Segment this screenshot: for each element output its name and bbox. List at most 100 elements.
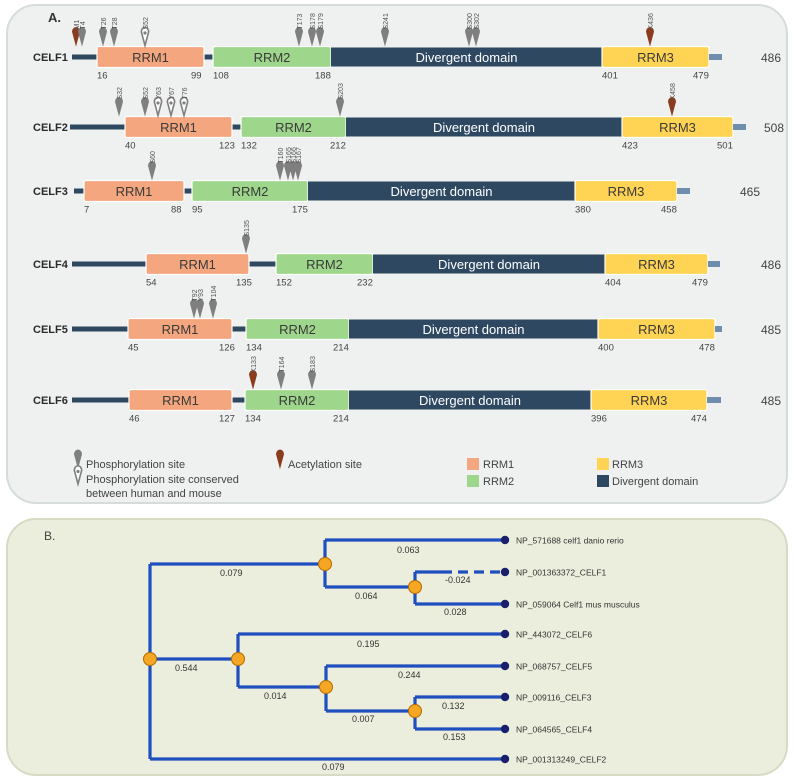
protein-celf2-site-t76-phospho-icon-dot bbox=[182, 101, 186, 105]
protein-celf6-rrm1-label: RRM1 bbox=[162, 393, 199, 408]
protein-celf1-rrm2-label: RRM2 bbox=[254, 50, 291, 65]
protein-celf4-length: 486 bbox=[761, 258, 781, 272]
protein-celf2-rrm2-start: 132 bbox=[241, 141, 257, 152]
protein-celf2-rrm1-end: 123 bbox=[219, 141, 235, 152]
internal-node-0 bbox=[143, 652, 157, 666]
leaf-node-6 bbox=[500, 724, 510, 734]
protein-celf6-rrm2-start: 134 bbox=[245, 414, 261, 425]
protein-celf5-name: CELF5 bbox=[33, 324, 68, 336]
protein-celf2-site-label: S203 bbox=[338, 83, 345, 99]
protein-celf1-site-t28-phospho-icon-shape bbox=[110, 27, 118, 47]
protein-celf3-site-label: S60 bbox=[150, 151, 157, 164]
protein-celf2-length: 508 bbox=[764, 121, 784, 135]
protein-celf2-site-y67-phospho-icon-dot bbox=[169, 101, 173, 105]
protein-celf3-site-label: S165 bbox=[286, 147, 293, 163]
protein-celf3-site-label: T160 bbox=[278, 147, 285, 163]
protein-celf5-tail bbox=[715, 326, 722, 332]
protein-celf5-site-label: T92 bbox=[192, 289, 199, 301]
protein-celf2-site-label: K458 bbox=[670, 83, 677, 99]
internal-node-5 bbox=[408, 704, 422, 718]
leaf-node-3 bbox=[500, 629, 510, 639]
protein-celf3-rrm1-start: 7 bbox=[84, 205, 89, 216]
legend-rrm1-label: RRM1 bbox=[483, 459, 514, 471]
protein-celf1-site-t26-phospho-icon-shape bbox=[99, 27, 107, 47]
protein-celf1-site-label: T26 bbox=[101, 17, 108, 29]
protein-celf4-rrm1-label: RRM1 bbox=[179, 257, 216, 272]
protein-celf6-rrm1-start: 46 bbox=[129, 414, 140, 425]
legend-rrm1-swatch bbox=[467, 458, 479, 470]
protein-celf3-length: 465 bbox=[740, 185, 760, 199]
bl-celf1: -0.024 bbox=[445, 575, 471, 585]
legend-phospho-label: Phosphorylation site bbox=[86, 459, 185, 471]
protein-celf1-site-label: S179 bbox=[318, 13, 325, 29]
protein-celf1-rrm1 bbox=[96, 45, 205, 69]
protein-celf4-site-label: S135 bbox=[244, 220, 251, 236]
protein-celf2-site-y67-phospho-icon-shape bbox=[166, 96, 176, 119]
protein-celf5-site-t104-phospho-icon bbox=[209, 299, 217, 319]
protein-celf4-rrm1-start: 54 bbox=[146, 278, 157, 289]
protein-celf4-site-s135-phospho-icon-shape bbox=[242, 234, 250, 254]
protein-celf2-site-label: Y63 bbox=[156, 87, 163, 100]
legend-conserved-icon-dot bbox=[76, 469, 80, 474]
protein-celf1-site-t4-phospho-icon-shape bbox=[78, 27, 86, 47]
protein-celf3-site-s167-phospho-icon bbox=[294, 161, 302, 181]
protein-celf1-site-s302-phospho-icon bbox=[472, 27, 480, 47]
protein-celf2-site-y63-phospho-icon-dot bbox=[156, 101, 160, 105]
protein-celf1-site-s179-phospho-icon-shape bbox=[316, 27, 324, 47]
leaf-label-4: NP_068757_CELF5 bbox=[516, 662, 592, 672]
protein-celf2-site-s203-phospho-icon bbox=[336, 97, 344, 117]
protein-celf1-site-s179-phospho-icon bbox=[316, 27, 324, 47]
bl-celf4: 0.153 bbox=[443, 732, 466, 742]
protein-celf1-site-s52-phospho-icon bbox=[140, 26, 150, 49]
protein-celf1-site-t4-phospho-icon bbox=[78, 27, 86, 47]
protein-celf5-rrm2-label: RRM2 bbox=[279, 322, 316, 337]
protein-celf5-rrm1-label: RRM1 bbox=[162, 322, 199, 337]
protein-celf1-site-t28-phospho-icon bbox=[110, 27, 118, 47]
protein-celf6-name: CELF6 bbox=[33, 395, 68, 407]
protein-celf1-tail bbox=[709, 54, 722, 60]
bl-main-clade: 0.544 bbox=[175, 663, 198, 673]
protein-celf1-site-t173-phospho-icon-shape bbox=[295, 27, 303, 47]
protein-celf1-rrm3-start: 401 bbox=[602, 71, 618, 82]
protein-celf1-site-label: M1 bbox=[74, 20, 81, 30]
panel-a-label: A. bbox=[48, 10, 61, 25]
protein-celf6-tail bbox=[707, 397, 721, 403]
leaf-label-1: NP_001363372_CELF1 bbox=[516, 568, 607, 578]
bl-celf3: 0.132 bbox=[442, 701, 465, 711]
protein-celf2-site-k458-acetyl-icon bbox=[668, 97, 676, 117]
protein-celf3-rrm3-end: 458 bbox=[661, 205, 677, 216]
protein-celf1-site-t173-phospho-icon bbox=[295, 27, 303, 47]
protein-celf4-rrm1 bbox=[145, 252, 250, 276]
protein-celf2-rrm3-start: 423 bbox=[622, 141, 638, 152]
protein-celf4-rrm2-end: 232 bbox=[357, 278, 373, 289]
protein-celf5-rrm1-start: 45 bbox=[128, 343, 139, 354]
protein-celf3-rrm3-label: RRM3 bbox=[608, 184, 645, 199]
protein-celf4-rrm1-end: 135 bbox=[236, 278, 252, 289]
bl-celf2: 0.079 bbox=[322, 762, 345, 772]
internal-node-2 bbox=[408, 580, 422, 594]
protein-celf1-site-s300-phospho-icon-shape bbox=[465, 27, 473, 47]
protein-celf5-site-t104-phospho-icon-shape bbox=[209, 299, 217, 319]
protein-celf1-site-s300-phospho-icon bbox=[465, 27, 473, 47]
bl-danio: 0.063 bbox=[397, 545, 420, 555]
protein-celf2-rrm1-start: 40 bbox=[125, 141, 136, 152]
protein-celf6-site-label: S183 bbox=[310, 356, 317, 372]
protein-celf3-rrm2-start: 95 bbox=[192, 205, 203, 216]
protein-celf2-site-label: T76 bbox=[182, 87, 189, 99]
protein-celf6-rrm1 bbox=[128, 388, 233, 412]
bl-human-mouse: 0.064 bbox=[355, 591, 378, 601]
protein-celf6-rrm3-label: RRM3 bbox=[631, 393, 668, 408]
protein-celf1-site-label: K436 bbox=[648, 13, 655, 29]
panel-b bbox=[6, 518, 788, 776]
leaf-label-7: NP_001313249_CELF2 bbox=[516, 755, 607, 765]
protein-celf1-site-s241-phospho-icon-shape bbox=[381, 27, 389, 47]
protein-celf2-rrm3-label: RRM3 bbox=[659, 120, 696, 135]
protein-celf3-site-label: S166 bbox=[291, 147, 298, 163]
protein-celf2-divergent bbox=[346, 117, 622, 137]
protein-celf2-site-label: Y67 bbox=[169, 87, 176, 100]
protein-celf5-linker bbox=[232, 326, 246, 332]
protein-celf6-site-s183-phospho-icon-shape bbox=[308, 370, 316, 390]
protein-celf2-site-label: S32 bbox=[117, 87, 124, 100]
protein-celf3-site-s60-phospho-icon bbox=[148, 161, 156, 181]
